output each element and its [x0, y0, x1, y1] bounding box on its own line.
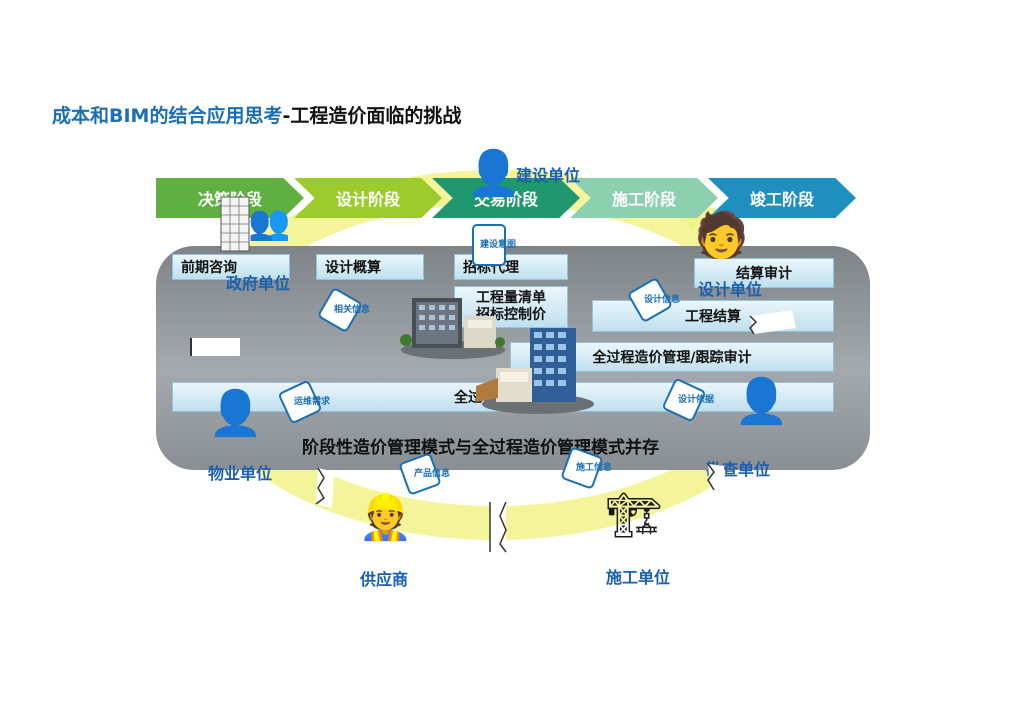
contractor-person-icon: 🏗	[606, 490, 662, 541]
break-mark	[315, 467, 334, 508]
label-government: 政府单位	[226, 274, 291, 293]
label-design: 设计单位	[698, 280, 763, 299]
blueprint-icon	[220, 196, 250, 252]
flow-gov-info: 相关信息	[318, 288, 370, 332]
office-building-icon	[476, 328, 594, 414]
page-title: 成本和BIM的结合应用思考-工程造价面临的挑战	[52, 101, 461, 128]
stage-completion: 竣工阶段	[708, 178, 856, 218]
break-mark	[190, 338, 240, 356]
break-mark	[749, 310, 796, 335]
flow-contractor-info: 施工信息	[560, 446, 612, 490]
box-design-estimate: 设计概算	[316, 254, 424, 280]
supplier-person-icon: 👷	[358, 492, 413, 543]
label-contractor: 施工单位	[606, 568, 671, 587]
label-supplier: 供应商	[360, 570, 409, 589]
stage-design: 设计阶段	[294, 178, 442, 218]
box-settlement-audit: 结算审计	[694, 258, 834, 288]
stage-trade: 交易阶段	[432, 178, 580, 218]
stage-construction: 施工阶段	[570, 178, 718, 218]
survey-person-icon: 👤	[734, 376, 789, 427]
government-person-icon: 👥	[248, 203, 291, 243]
box-early-consult: 前期咨询	[172, 254, 290, 280]
label-owner: 建设单位	[516, 166, 581, 185]
flow-design-info: 设计信息	[628, 278, 680, 322]
flow-property-info: 运维需求	[278, 380, 330, 424]
office-building-icon	[400, 298, 505, 359]
flow-supplier-info: 产品信息	[398, 452, 450, 496]
break-mark	[489, 501, 507, 553]
stage-banner: 决策阶段 设计阶段 交易阶段 施工阶段 竣工阶段	[156, 178, 860, 218]
title-rest: -工程造价面临的挑战	[282, 105, 462, 127]
label-property: 物业单位	[208, 464, 273, 483]
owner-person-icon: 👤	[466, 148, 521, 199]
design-person-icon: 🧑	[694, 210, 749, 261]
flow-owner-intent: 建设意图	[470, 222, 516, 268]
property-person-icon: 👤	[208, 388, 263, 439]
break-mark	[707, 463, 726, 492]
flow-survey-info: 设计依据	[662, 378, 714, 422]
title-highlight: 成本和BIM的结合应用思考	[52, 105, 283, 127]
